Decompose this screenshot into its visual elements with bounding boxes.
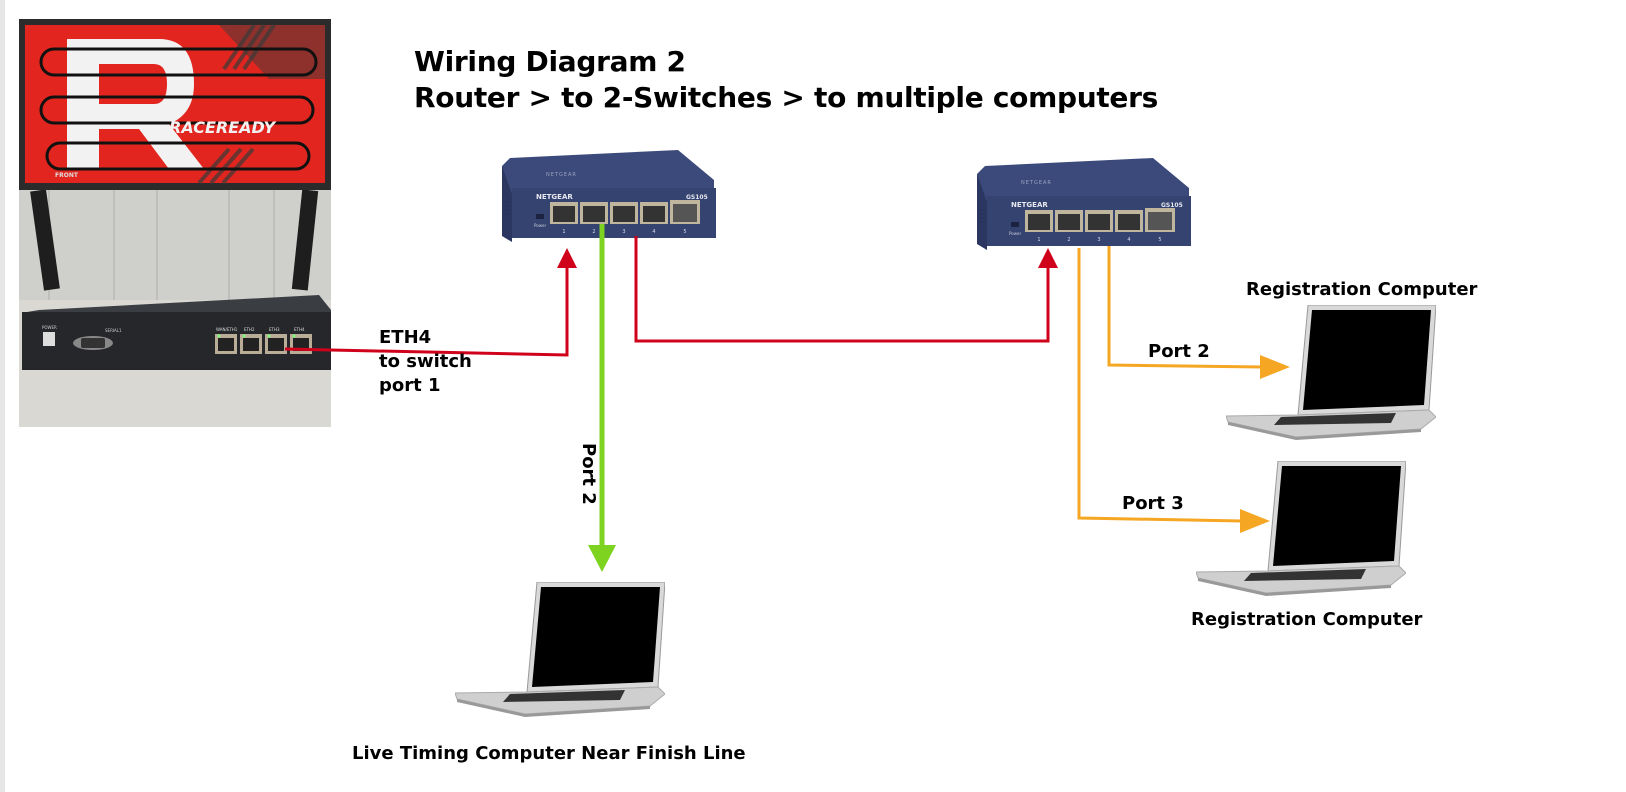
wire-router-to-switch1 bbox=[284, 262, 569, 357]
switch-port-number: 4 bbox=[1127, 237, 1130, 243]
registration-laptop-bottom bbox=[1196, 461, 1406, 601]
switch-port-number: 2 bbox=[592, 229, 595, 235]
router-power-label: POWER bbox=[42, 325, 57, 330]
registration-laptop-top bbox=[1226, 305, 1436, 445]
raceready-logo-image: RACEREADY FRONT bbox=[19, 19, 331, 192]
switch-top-brand: NETGEAR bbox=[1021, 180, 1052, 186]
arrowhead-red-switch2 bbox=[1038, 248, 1058, 268]
page-left-edge bbox=[0, 0, 5, 792]
eth4-label: ETH4 to switch port 1 bbox=[379, 326, 472, 398]
live-timing-computer-label: Live Timing Computer Near Finish Line bbox=[352, 743, 746, 764]
switch-port-number: 1 bbox=[562, 229, 565, 235]
router-ports bbox=[215, 334, 312, 354]
router-port-label: ETH3 bbox=[269, 327, 280, 332]
wire-switch1-to-switch2 bbox=[634, 236, 1050, 343]
switch-model: GS105 bbox=[686, 194, 708, 201]
eth4-label-line1: ETH4 bbox=[379, 327, 432, 348]
switch-port-number: 2 bbox=[1067, 237, 1070, 243]
switch-port-number: 1 bbox=[1037, 237, 1040, 243]
live-timing-laptop bbox=[455, 582, 665, 722]
router-port-label: ETH4 bbox=[294, 327, 305, 332]
arrowhead-orange-bottom bbox=[1240, 509, 1270, 533]
router-port-label: WAN/ETH1 bbox=[216, 327, 238, 332]
switch-brand: NETGEAR bbox=[1011, 201, 1048, 209]
logo-brand-text: RACEREADY bbox=[169, 118, 277, 137]
switch-top-brand: NETGEAR bbox=[546, 172, 577, 178]
title-line-2: Router > to 2-Switches > to multiple com… bbox=[414, 81, 1158, 114]
orange-port-bottom-label: Port 3 bbox=[1122, 493, 1184, 514]
registration-computer-top-label: Registration Computer bbox=[1246, 279, 1478, 300]
wire-switch2-to-registration-bottom bbox=[1077, 248, 1243, 523]
switch-ports bbox=[1025, 208, 1175, 232]
wire-switch2-to-registration-top bbox=[1107, 246, 1263, 369]
switch-port-number: 3 bbox=[622, 229, 625, 235]
green-port-label: Port 2 bbox=[578, 443, 599, 505]
title-line-1: Wiring Diagram 2 bbox=[414, 45, 686, 78]
arrowhead-orange-top bbox=[1260, 355, 1290, 379]
arrowhead-green bbox=[588, 545, 616, 572]
switch-port-number: 3 bbox=[1097, 237, 1100, 243]
switch-brand: NETGEAR bbox=[536, 193, 573, 201]
switch-port-number: 5 bbox=[683, 229, 686, 235]
diagram-title: Wiring Diagram 2 Router > to 2-Switches … bbox=[414, 44, 1158, 116]
eth4-label-line3: port 1 bbox=[379, 375, 441, 396]
switch-model: GS105 bbox=[1161, 202, 1183, 209]
router-serial-label: SERIAL1 bbox=[105, 328, 122, 333]
network-switch-1: NETGEAR GS105 NETGEAR Power 1 2 3 4 5 bbox=[498, 150, 718, 250]
router-port-label: ETH2 bbox=[244, 327, 255, 332]
switch-ports bbox=[550, 200, 700, 224]
switch-port-number: 5 bbox=[1158, 237, 1161, 243]
switch-power-label: Power bbox=[534, 223, 546, 228]
logo-front-text: FRONT bbox=[55, 172, 79, 179]
router-image: POWER SERIAL1 WAN/ETH1 ETH2 ETH3 ETH4 bbox=[19, 190, 331, 427]
switch-power-label: Power bbox=[1009, 231, 1021, 236]
arrowhead-red-switch1 bbox=[557, 248, 577, 268]
eth4-label-line2: to switch bbox=[379, 351, 472, 372]
orange-port-top-label: Port 2 bbox=[1148, 341, 1210, 362]
switch-port-number: 4 bbox=[652, 229, 655, 235]
registration-computer-bottom-label: Registration Computer bbox=[1191, 609, 1423, 630]
network-switch-2: NETGEAR GS105 NETGEAR Power 1 2 3 4 5 bbox=[973, 158, 1193, 258]
